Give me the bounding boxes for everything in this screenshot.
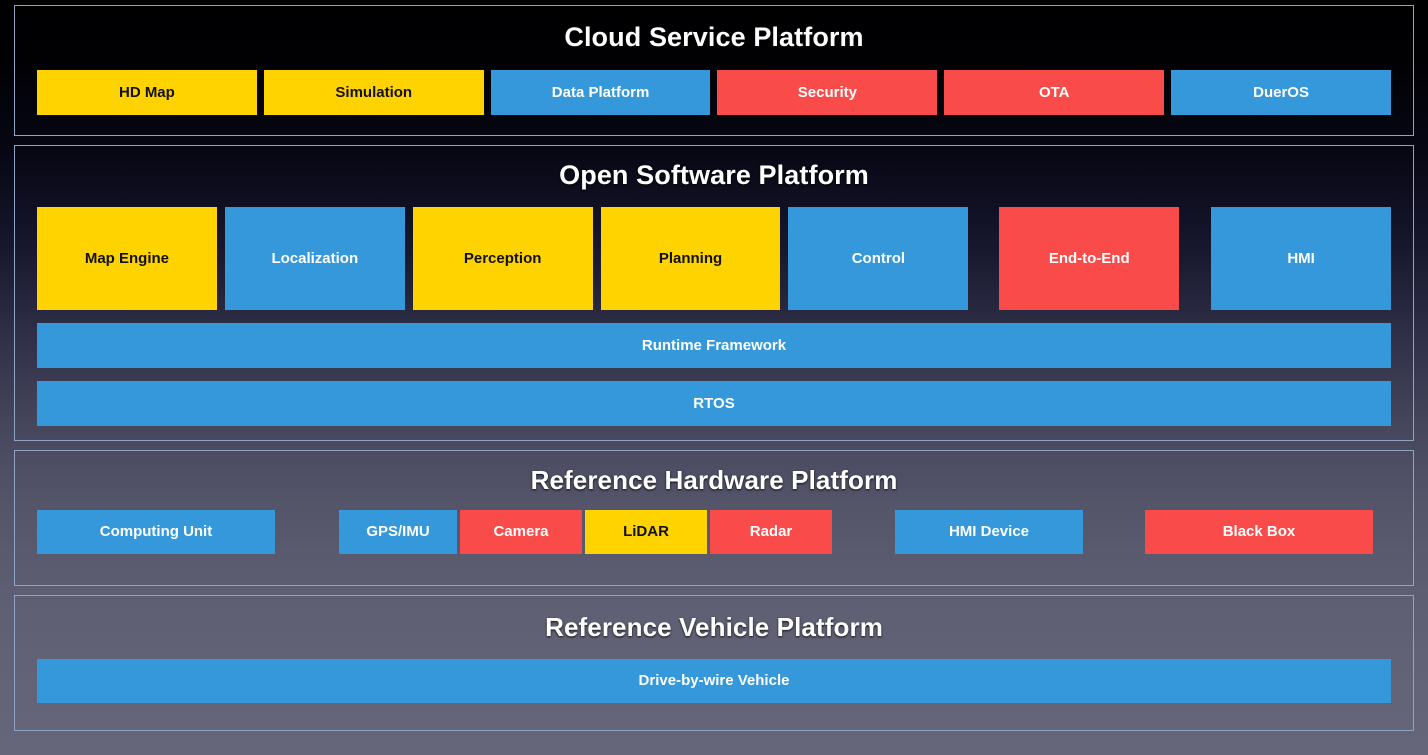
block-hmi[interactable]: HMI [1211, 207, 1392, 310]
layer-reference-hardware-platform: Reference Hardware Platform Computing Un… [14, 450, 1414, 586]
block-black-box[interactable]: Black Box [1145, 510, 1373, 554]
block-camera[interactable]: Camera [460, 510, 582, 554]
vehicle-block-row: Drive-by-wire Vehicle [37, 659, 1391, 703]
block-lidar[interactable]: LiDAR [585, 510, 707, 554]
hardware-block-row: Computing Unit GPS/IMU Camera LiDAR Rada… [37, 510, 1391, 554]
layer-open-software-platform: Open Software Platform Map Engine Locali… [14, 145, 1414, 441]
block-radar[interactable]: Radar [710, 510, 832, 554]
hardware-platform-title: Reference Hardware Platform [530, 465, 898, 495]
block-localization[interactable]: Localization [224, 207, 405, 310]
hardware-spacer-b [832, 510, 895, 554]
block-end-to-end[interactable]: End-to-End [999, 207, 1180, 310]
block-ota[interactable]: OTA [944, 70, 1165, 115]
block-data-platform[interactable]: Data Platform [490, 70, 711, 115]
block-hd-map[interactable]: HD Map [37, 70, 257, 115]
layer-reference-vehicle-platform: Reference Vehicle Platform Drive-by-wire… [14, 595, 1414, 731]
bar-rtos[interactable]: RTOS [37, 381, 1391, 426]
block-map-engine[interactable]: Map Engine [37, 207, 217, 310]
block-planning[interactable]: Planning [600, 207, 781, 310]
block-security[interactable]: Security [717, 70, 938, 115]
block-perception[interactable]: Perception [412, 207, 593, 310]
block-control[interactable]: Control [788, 207, 969, 310]
block-simulation[interactable]: Simulation [263, 70, 484, 115]
block-drive-by-wire-vehicle[interactable]: Drive-by-wire Vehicle [37, 659, 1391, 703]
cloud-block-row: HD Map Simulation Data Platform Security… [37, 70, 1391, 115]
architecture-diagram: Cloud Service Platform HD Map Simulation… [14, 5, 1414, 753]
software-block-row: Map Engine Localization Perception Plann… [37, 207, 1392, 310]
layer-cloud-service-platform: Cloud Service Platform HD Map Simulation… [14, 5, 1414, 136]
cloud-platform-title: Cloud Service Platform [564, 22, 864, 52]
block-hmi-device[interactable]: HMI Device [895, 510, 1083, 554]
software-platform-title: Open Software Platform [559, 160, 869, 190]
hardware-spacer-c [1083, 510, 1145, 554]
bar-runtime-framework[interactable]: Runtime Framework [37, 323, 1391, 368]
block-computing-unit[interactable]: Computing Unit [37, 510, 275, 554]
block-gps-imu[interactable]: GPS/IMU [339, 510, 457, 554]
block-dueros[interactable]: DuerOS [1171, 70, 1391, 115]
vehicle-platform-title: Reference Vehicle Platform [545, 612, 883, 642]
hardware-spacer-a [275, 510, 339, 554]
